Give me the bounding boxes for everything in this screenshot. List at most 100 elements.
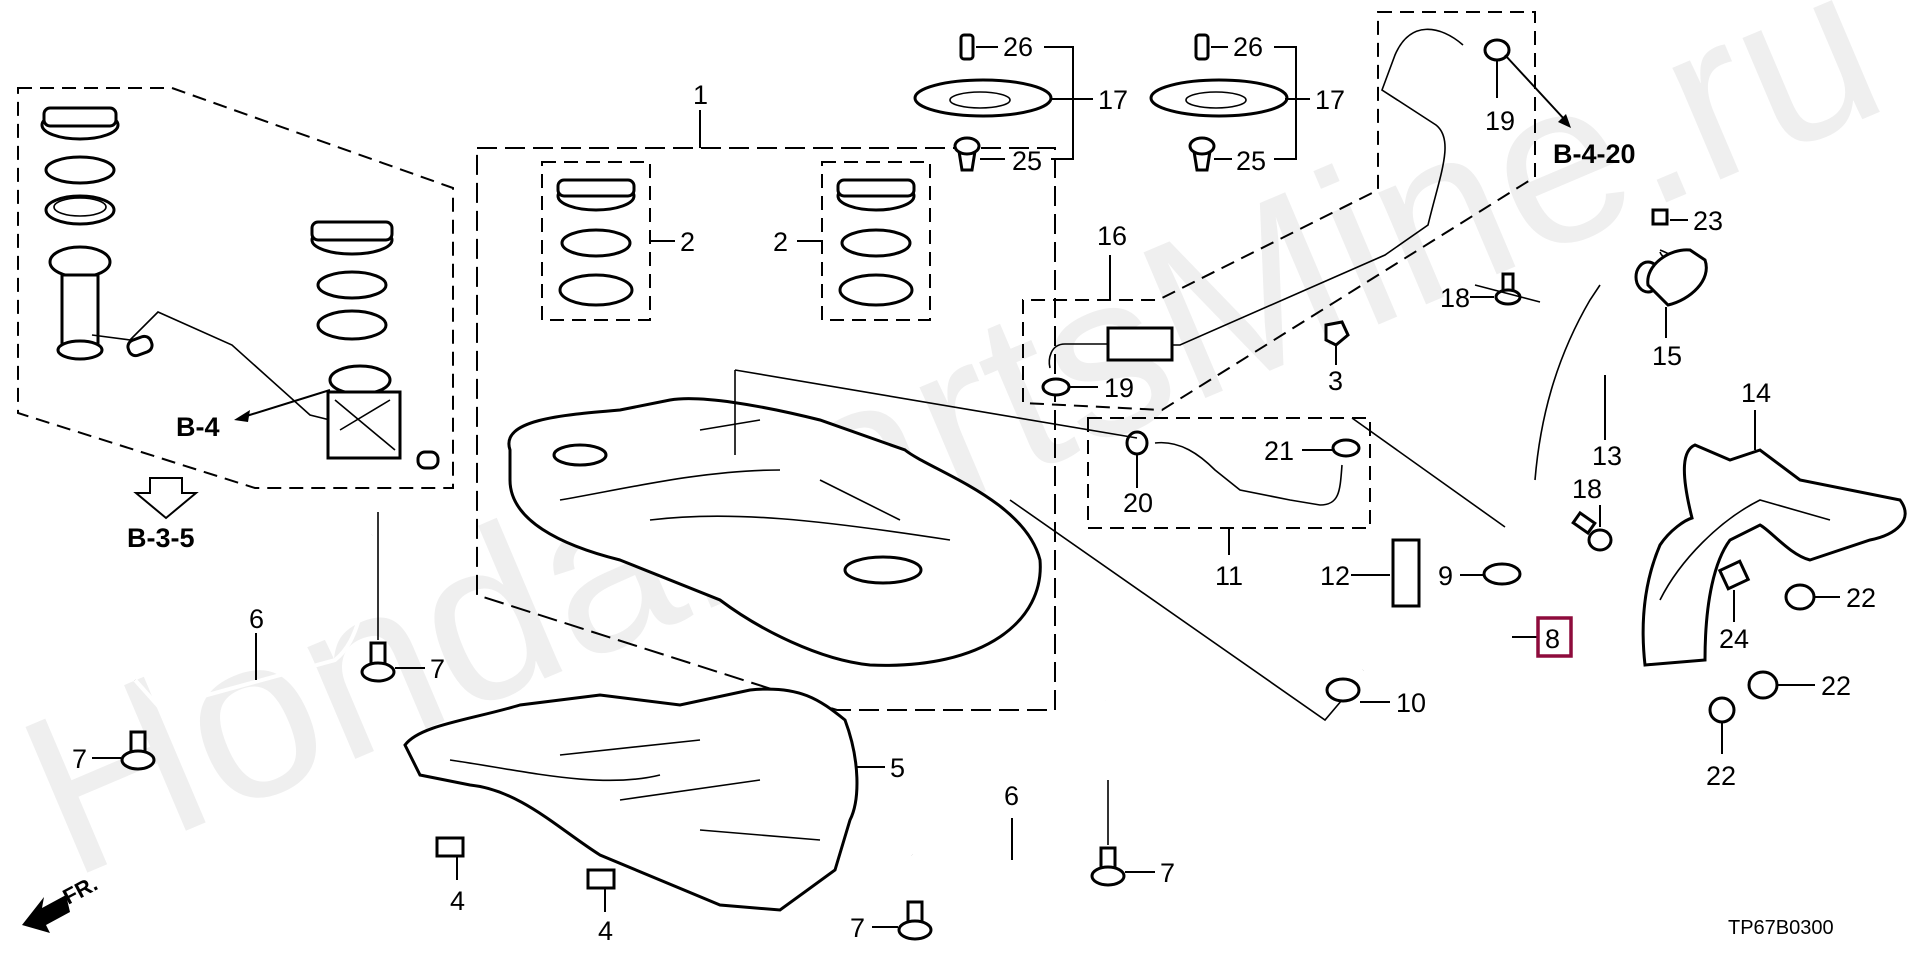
callout-7a[interactable]: 7 (430, 654, 445, 684)
clip-icon[interactable] (1717, 559, 1751, 591)
retainer-clip-icon[interactable] (1391, 538, 1421, 608)
baffle-set-left: 26 17 25 (913, 32, 1128, 176)
tank-strap-right[interactable]: 6 (910, 699, 1107, 888)
hose-clamp-icon[interactable] (1483, 38, 1511, 62)
gasket[interactable] (44, 155, 116, 185)
grommet-icon[interactable] (1708, 696, 1736, 724)
gasket[interactable] (840, 228, 912, 258)
fuel-cap[interactable] (1646, 248, 1708, 307)
reference-b4[interactable]: B-4 (176, 412, 220, 442)
callout-5[interactable]: 5 (890, 753, 905, 783)
clip-icon[interactable] (1651, 208, 1669, 226)
left-pump-stack[interactable] (40, 106, 154, 361)
reference-b35[interactable]: B-3-5 (127, 523, 195, 553)
pipe-protector[interactable]: 14 (1641, 378, 1907, 667)
bracket-17b (1274, 46, 1297, 160)
grommet-icon[interactable] (1747, 670, 1779, 700)
callout-25b[interactable]: 25 (1236, 146, 1266, 176)
vent-filter[interactable] (1106, 326, 1174, 362)
callout-18a[interactable]: 18 (1440, 283, 1470, 313)
clip-nut-icon[interactable] (435, 836, 465, 858)
callout-2a[interactable]: 2 (680, 227, 695, 257)
callout-2b[interactable]: 2 (773, 227, 788, 257)
protector-shell[interactable] (1641, 443, 1907, 667)
hollow-down-arrow-icon (133, 477, 199, 520)
callout-6a[interactable]: 6 (249, 604, 264, 634)
gasket[interactable] (316, 270, 388, 300)
shield-body[interactable] (403, 687, 859, 912)
callout-6b[interactable]: 6 (1004, 781, 1019, 811)
callout-20[interactable]: 20 (1123, 488, 1153, 518)
grommet-icon[interactable] (1784, 583, 1816, 611)
seal-ring[interactable] (316, 309, 388, 341)
screw-icon[interactable] (1194, 33, 1210, 61)
callout-4a[interactable]: 4 (450, 886, 465, 916)
hose-clamp-icon[interactable] (1331, 438, 1361, 458)
callout-22c[interactable]: 22 (1706, 761, 1736, 791)
right-pump-stack[interactable] (310, 220, 440, 470)
tank-strap-left[interactable]: 6 (133, 534, 374, 711)
reference-b420[interactable]: B-4-20 (1553, 139, 1636, 169)
callout-12[interactable]: 12 (1320, 561, 1350, 591)
callout-17b[interactable]: 17 (1315, 85, 1345, 115)
callout-15[interactable]: 15 (1652, 341, 1682, 371)
callout-18b[interactable]: 18 (1572, 474, 1602, 504)
diagram-code: TP67B0300 (1728, 917, 1834, 939)
vent-tube[interactable] (1170, 28, 1464, 346)
callout-14[interactable]: 14 (1741, 378, 1771, 408)
callout-21[interactable]: 21 (1264, 436, 1294, 466)
gasket[interactable] (560, 228, 632, 258)
seal-ring[interactable] (838, 273, 914, 307)
bolt-icon[interactable] (1571, 510, 1597, 536)
callout-4b[interactable]: 4 (598, 916, 613, 946)
callout-11[interactable]: 11 (1215, 561, 1243, 591)
clip-nut-icon[interactable] (586, 868, 616, 890)
callout-10[interactable]: 10 (1396, 688, 1426, 718)
strap-fill (910, 699, 1107, 888)
callout-26a[interactable]: 26 (1003, 32, 1033, 62)
breather-pipe (1534, 284, 1601, 481)
callout-7b[interactable]: 7 (72, 744, 87, 774)
lock-ring-body (42, 106, 118, 128)
filler-hose-fill (1359, 598, 1513, 674)
fuel-tank[interactable] (507, 397, 1042, 667)
heat-shield[interactable]: 5 (403, 687, 905, 912)
pump-body[interactable] (60, 273, 100, 347)
callout-7c[interactable]: 7 (1160, 858, 1175, 888)
hose-clamp-icon[interactable] (1125, 430, 1149, 456)
callout-19a[interactable]: 19 (1104, 373, 1134, 403)
hose-clamp-icon[interactable] (1041, 377, 1071, 397)
hose-clamp-icon[interactable] (1482, 562, 1522, 586)
fuel-sender-wire (91, 311, 331, 421)
callout-22b[interactable]: 22 (1821, 671, 1851, 701)
leader-hose-13 (1351, 417, 1506, 528)
callout-19b[interactable]: 19 (1485, 106, 1515, 136)
hose-clamp-icon[interactable] (1325, 677, 1361, 703)
callout-13[interactable]: 13 (1592, 441, 1622, 471)
baffle-plate[interactable] (1149, 78, 1289, 118)
callout-23[interactable]: 23 (1693, 206, 1723, 236)
callout-1[interactable]: 1 (693, 80, 708, 110)
seal-ring[interactable] (44, 194, 116, 226)
callout-22a[interactable]: 22 (1846, 583, 1876, 613)
callout-7d[interactable]: 7 (850, 913, 865, 943)
highlight-box[interactable] (1536, 616, 1573, 658)
seal-ring[interactable] (558, 273, 634, 307)
protector-detail (1659, 499, 1831, 601)
callout-26b[interactable]: 26 (1233, 32, 1263, 62)
baffle-plate[interactable] (913, 78, 1053, 118)
callout-25a[interactable]: 25 (1012, 146, 1042, 176)
callout-17a[interactable]: 17 (1098, 85, 1128, 115)
callout-16[interactable]: 16 (1097, 221, 1127, 251)
pump-top[interactable] (48, 245, 112, 279)
callout-3[interactable]: 3 (1328, 366, 1343, 396)
seal-ring-inner (53, 197, 107, 217)
pump-top[interactable] (328, 364, 392, 396)
callout-8[interactable]: 8 (1545, 624, 1560, 654)
reference-b35-group[interactable]: B-3-5 (127, 477, 199, 553)
callout-9[interactable]: 9 (1438, 561, 1453, 591)
clip-icon[interactable] (1324, 320, 1350, 347)
screw-icon[interactable] (959, 33, 975, 61)
hose[interactable] (1154, 441, 1343, 506)
callout-24[interactable]: 24 (1719, 624, 1749, 654)
